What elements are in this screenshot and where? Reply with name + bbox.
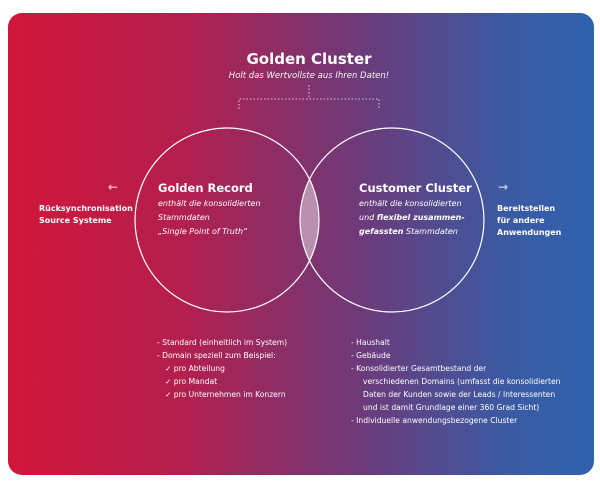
diagram-card: Golden Cluster Holt das Wertvollste aus … [8, 13, 594, 475]
customer-cluster-line-3: gefassten Stammdaten [359, 227, 458, 236]
list-item: - Gebäude [351, 351, 391, 360]
list-item: verschiedenen Domains (umfasst die konso… [363, 377, 561, 386]
customer-cluster-heading: Customer Cluster [359, 181, 472, 195]
list-item: - Konsolidierter Gesamtbestand der [351, 364, 487, 373]
left-arrow-icon: ← [108, 180, 119, 194]
customer-cluster-line-1: enthält die konsolidierten [359, 199, 462, 208]
golden-record-description: enthält die konsolidierten Stammdaten „S… [158, 197, 261, 239]
diagram-title: Golden Cluster [246, 50, 372, 68]
list-item: Daten der Kunden sowie der Leads / Inter… [363, 390, 556, 399]
left-side-label: Rücksynchronisation Source Systeme [39, 203, 133, 227]
golden-record-line-3: „Single Point of Truth“ [158, 227, 248, 236]
right-arrow-icon: → [498, 180, 509, 194]
list-item: - Domain speziell zum Beispiel: [157, 351, 276, 360]
left-side-line-2: Source Systeme [39, 216, 112, 225]
right-side-line-1: Bereitstellen [497, 204, 556, 213]
list-item: ✓ pro Abteilung [165, 364, 225, 373]
customer-cluster-circle [299, 127, 485, 313]
golden-record-heading: Golden Record [158, 181, 253, 195]
golden-record-list: - Standard (einheitlich im System) - Dom… [157, 336, 287, 401]
right-side-line-2: für andere [497, 216, 545, 225]
right-side-line-3: Anwendungen [497, 228, 562, 237]
golden-record-line-2: Stammdaten [158, 213, 210, 222]
customer-cluster-description: enthält die konsolidierten und flexibel … [359, 197, 465, 239]
list-item: - Standard (einheitlich im System) [157, 338, 288, 347]
right-side-label: Bereitstellen für andere Anwendungen [497, 203, 561, 239]
title-bracket [238, 98, 380, 109]
list-item: - Individuelle anwendungsbezogene Cluste… [351, 416, 518, 425]
list-item: - Haushalt [351, 338, 390, 347]
left-side-line-1: Rücksynchronisation [39, 204, 133, 213]
list-item: ✓ pro Mandat [165, 377, 218, 386]
list-item: ✓ pro Unternehmen im Konzern [165, 390, 286, 399]
customer-cluster-list: - Haushalt - Gebäude - Konsolidierter Ge… [351, 336, 560, 427]
customer-cluster-line-2: und flexibel zusammen- [359, 213, 465, 222]
venn-diagram [134, 85, 485, 313]
list-item: und ist damit Grundlage einer 360 Grad S… [363, 403, 540, 412]
golden-record-circle [134, 127, 320, 313]
diagram-subtitle: Holt das Wertvollste aus Ihren Daten! [228, 71, 390, 81]
golden-record-line-1: enthält die konsolidierten [158, 199, 261, 208]
